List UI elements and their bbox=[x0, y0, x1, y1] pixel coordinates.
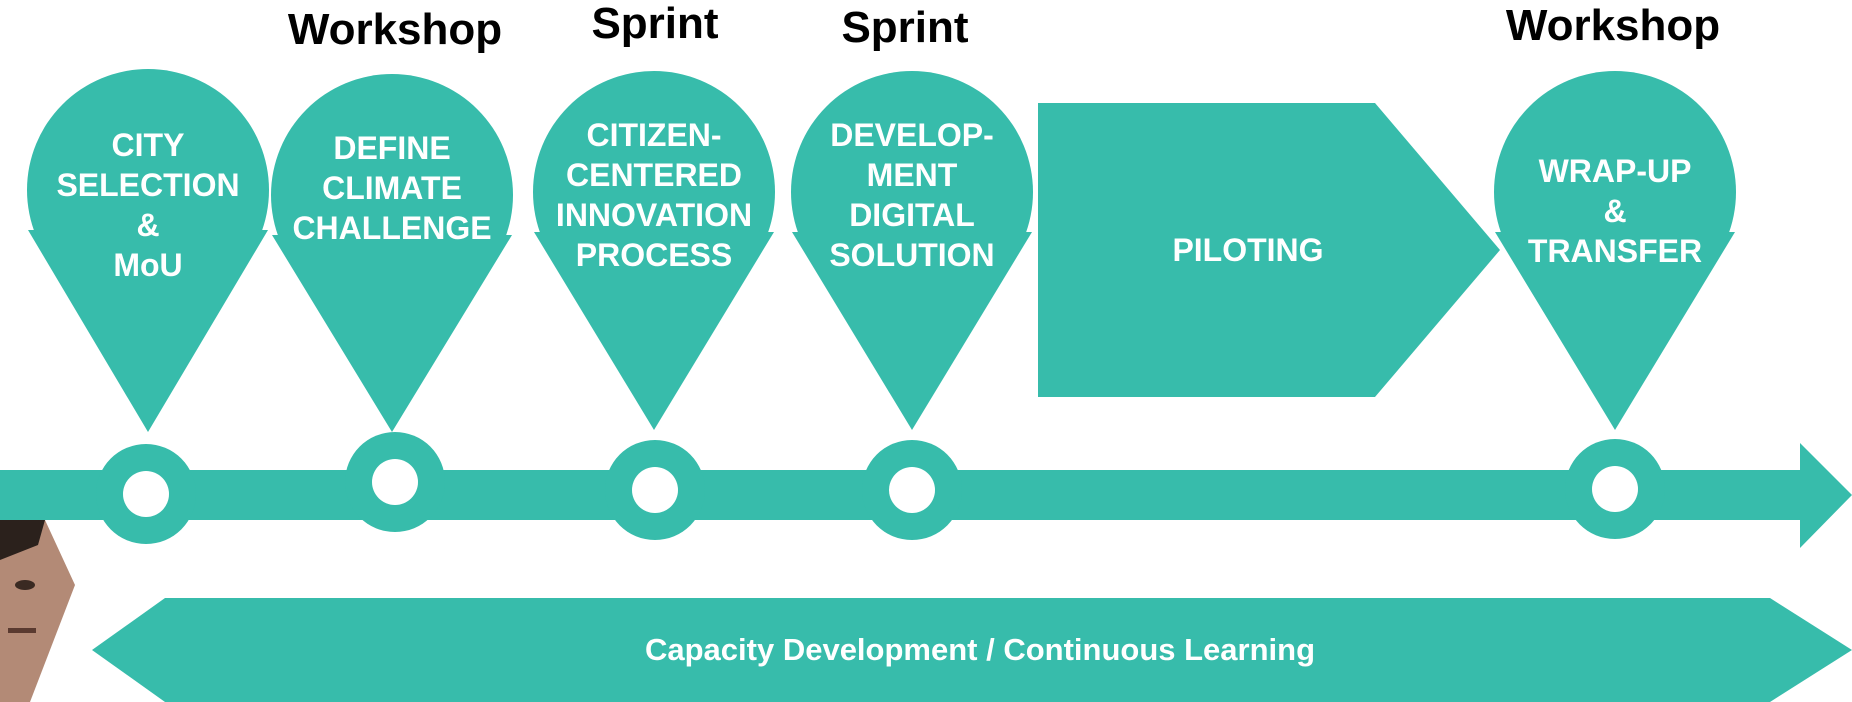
pin-wrapup-line: TRANSFER bbox=[1527, 232, 1703, 269]
person-photo bbox=[0, 520, 75, 702]
stage-label-workshop-1: Workshop bbox=[287, 5, 503, 54]
pin-citizen-line: CENTERED bbox=[565, 157, 742, 193]
pin-citizen-line: INNOVATION bbox=[555, 197, 753, 233]
pin-city-line: MoU bbox=[113, 247, 183, 283]
timeline-node-city bbox=[96, 444, 196, 544]
pin-development bbox=[791, 71, 1033, 430]
stage-label-sprint-1: Sprint bbox=[591, 0, 719, 48]
pin-define-line: DEFINE bbox=[333, 129, 451, 166]
stage-label-workshop-2: Workshop bbox=[1505, 1, 1721, 50]
pin-city-line: SELECTION bbox=[56, 167, 240, 203]
pin-citizen-line: CITIZEN- bbox=[586, 117, 722, 153]
pin-define-text: DEFINE CLIMATE CHALLENGE bbox=[272, 125, 512, 250]
pin-define-line: CLIMATE bbox=[322, 169, 462, 206]
piloting-arrow bbox=[1038, 103, 1500, 397]
timeline-node-development bbox=[862, 440, 962, 540]
pin-define bbox=[271, 74, 513, 432]
capacity-band-label: Capacity Development / Continuous Learni… bbox=[644, 632, 1316, 667]
pin-development-line: DEVELOP- bbox=[830, 117, 994, 153]
pin-development-line: SOLUTION bbox=[829, 237, 995, 273]
pin-development-text: DEVELOP- MENT DIGITAL SOLUTION bbox=[792, 110, 1032, 280]
pin-wrapup-line: WRAP-UP bbox=[1538, 152, 1692, 189]
pin-wrapup-line: & bbox=[1603, 192, 1627, 229]
pin-city-text: CITY SELECTION & MoU bbox=[28, 115, 268, 295]
timeline-node-wrapup bbox=[1565, 439, 1665, 539]
pin-city-line: CITY bbox=[111, 127, 185, 163]
pin-citizen-line: PROCESS bbox=[575, 237, 733, 273]
piloting-label: PILOTING bbox=[1172, 232, 1324, 268]
pin-city-line: & bbox=[136, 207, 160, 243]
pin-citizen bbox=[533, 71, 775, 430]
timeline-node-define bbox=[345, 432, 445, 532]
stage-label-sprint-2: Sprint bbox=[841, 3, 969, 52]
timeline-node-citizen bbox=[605, 440, 705, 540]
pin-development-line: DIGITAL bbox=[849, 197, 975, 233]
pin-wrapup bbox=[1494, 71, 1736, 430]
pin-citizen-text: CITIZEN- CENTERED INNOVATION PROCESS bbox=[534, 110, 774, 280]
pin-city bbox=[27, 69, 269, 432]
pin-development-line: MENT bbox=[866, 157, 958, 193]
pin-wrapup-text: WRAP-UP & TRANSFER bbox=[1495, 148, 1735, 273]
pin-define-line: CHALLENGE bbox=[292, 209, 492, 246]
capacity-band bbox=[92, 598, 1852, 702]
